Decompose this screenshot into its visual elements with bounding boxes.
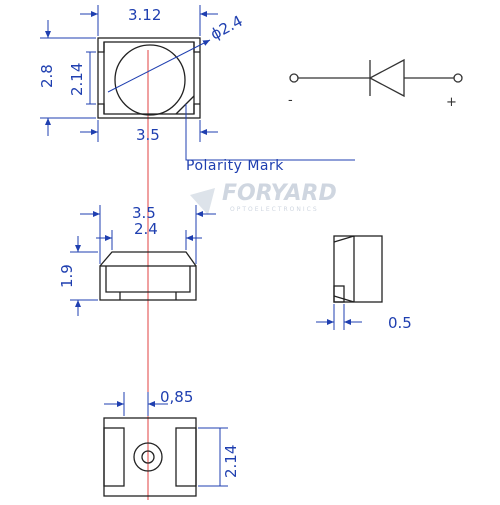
watermark: FORYARD OPTOELECTRONICS xyxy=(190,181,337,215)
dim-side-width-outer: 3.5 xyxy=(132,204,156,222)
side-view-body xyxy=(99,265,197,301)
bottom-view-dimensions xyxy=(104,392,228,487)
top-view-dimensions xyxy=(40,5,355,161)
thermal-center xyxy=(141,450,155,464)
dim-side-width-inner: 2.4 xyxy=(134,220,158,238)
bottom-view-body xyxy=(103,417,197,497)
diode-triangle xyxy=(368,58,405,98)
dim-width-top: 3.12 xyxy=(128,6,161,24)
polarity-notch xyxy=(175,95,195,115)
top-view-body xyxy=(97,37,201,119)
side-view-inner xyxy=(105,266,191,293)
minus-sign: - xyxy=(288,93,293,108)
anode-terminal xyxy=(453,73,463,83)
plus-sign: + xyxy=(446,95,457,110)
dim-pad-height: 2.14 xyxy=(222,445,240,478)
watermark-logo xyxy=(190,188,215,215)
end-view xyxy=(333,235,383,303)
cathode-terminal xyxy=(289,73,299,83)
dim-diameter: ϕ2.4 xyxy=(207,12,245,44)
bottom-view xyxy=(103,417,197,497)
end-view-dimensions xyxy=(316,304,362,330)
side-view xyxy=(99,251,197,301)
polarity-mark-label: Polarity Mark xyxy=(186,158,284,174)
side-view-leads xyxy=(119,292,177,300)
side-view-dimensions xyxy=(70,205,216,316)
dim-height-outer: 2.8 xyxy=(38,64,56,88)
top-view xyxy=(97,37,201,119)
dim-pad-offset: 0,85 xyxy=(160,388,193,406)
lens-circle xyxy=(114,44,186,116)
dim-side-height: 1.9 xyxy=(58,264,76,288)
anode-pad xyxy=(175,427,197,487)
diode-symbol xyxy=(289,58,463,98)
dim-lead-thickness: 0.5 xyxy=(388,314,412,332)
dim-width-bottom: 3.5 xyxy=(136,126,160,144)
dim-height-inner: 2.14 xyxy=(68,63,86,96)
watermark-text: FORYARD xyxy=(222,181,337,206)
end-view-body xyxy=(333,235,383,303)
end-view-lead xyxy=(333,285,345,303)
top-view-inner-frame xyxy=(103,41,195,115)
cathode-pad xyxy=(103,427,125,487)
watermark-subtext: OPTOELECTRONICS xyxy=(230,206,319,213)
thermal-ring xyxy=(133,442,163,472)
top-view-leads xyxy=(98,42,200,114)
side-view-lens xyxy=(99,251,197,267)
